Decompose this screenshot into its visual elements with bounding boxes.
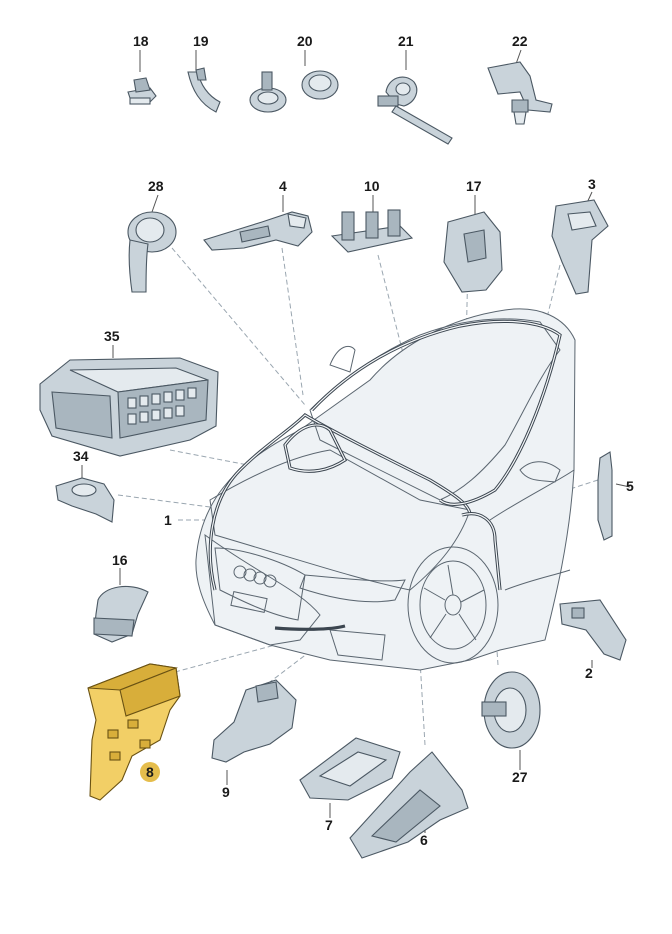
callout-9: 9	[222, 784, 230, 800]
callout-21: 21	[398, 33, 414, 49]
callout-28: 28	[148, 178, 164, 194]
callout-4: 4	[279, 178, 287, 194]
callout-35: 35	[104, 328, 120, 344]
callout-2: 2	[585, 665, 593, 681]
callout-3: 3	[588, 176, 596, 192]
part-6-beam	[349, 751, 469, 859]
callout-17: 17	[466, 178, 482, 194]
callout-8: 8	[146, 764, 154, 780]
part-34-cover	[55, 477, 115, 523]
callout-5: 5	[626, 478, 634, 494]
callout-16: 16	[112, 552, 128, 568]
callout-1: 1	[164, 512, 172, 528]
callout-6: 6	[420, 832, 428, 848]
callout-19: 19	[193, 33, 209, 49]
grille-rings	[233, 565, 277, 588]
part-18-clip	[127, 77, 157, 105]
part-4-bracket	[203, 211, 313, 251]
part-22-holder	[487, 61, 553, 125]
callout-27: 27	[512, 769, 528, 785]
callout-22: 22	[512, 33, 528, 49]
fuse-slots	[127, 387, 197, 425]
part-10-holder	[330, 209, 414, 253]
front-wheel	[407, 546, 499, 664]
part-19-bracket	[187, 67, 221, 113]
part-28-grommet	[127, 211, 177, 293]
callout-8-badge	[140, 762, 160, 782]
part-35-fuse-box	[39, 357, 219, 457]
part-17-bracket	[443, 211, 503, 293]
part-9-bracket	[211, 679, 297, 763]
part-8-bracket-highlighted	[87, 663, 181, 801]
callout-20: 20	[297, 33, 313, 49]
callout-34: 34	[73, 448, 89, 464]
part-20-rings	[249, 70, 339, 113]
part-3-duct	[551, 199, 609, 295]
part-5-strip	[597, 451, 613, 541]
car-illustration	[195, 308, 576, 671]
part-16-cap	[93, 585, 149, 643]
part-2-bracket	[559, 599, 627, 661]
callout-7: 7	[325, 817, 333, 833]
callout-10: 10	[364, 178, 380, 194]
callout-18: 18	[133, 33, 149, 49]
callout-numbers: 18 19 20 21 22 28 4 10 17 3 35 34 1 5 16…	[73, 33, 634, 848]
part-27-round-cover	[481, 671, 541, 749]
part-21-cable-tie	[377, 76, 453, 145]
part-7-tray	[299, 737, 401, 801]
